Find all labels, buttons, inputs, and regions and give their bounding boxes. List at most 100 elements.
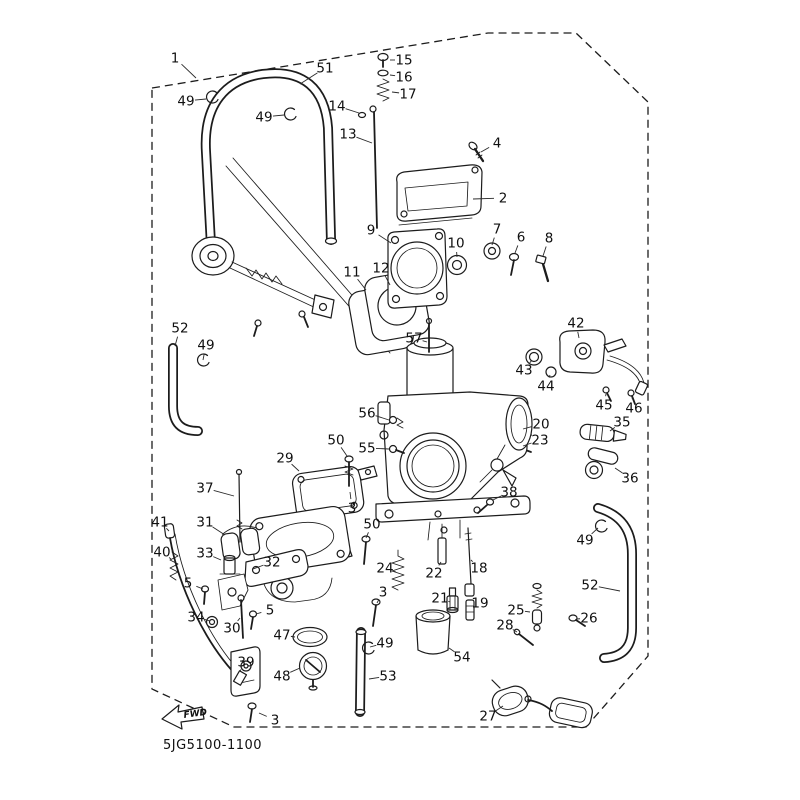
leader-line — [368, 676, 380, 680]
push-rod-13 — [369, 105, 378, 229]
leader-line — [542, 246, 547, 257]
leader-line — [389, 74, 396, 77]
needle-jet-22 — [437, 523, 447, 565]
callout-44: 44 — [537, 379, 554, 395]
leader-line — [524, 610, 531, 613]
callout-49: 49 — [376, 636, 393, 652]
callout-13: 13 — [339, 127, 356, 143]
leader-line — [529, 359, 533, 364]
leader-line — [356, 136, 373, 144]
spacer-10 — [446, 254, 468, 276]
leader-line — [391, 91, 400, 94]
callout-45: 45 — [595, 398, 612, 414]
callout-2: 2 — [499, 191, 508, 207]
screw-3-bottom — [247, 702, 257, 723]
starter-plunger-25 — [531, 582, 543, 632]
callout-49: 49 — [177, 94, 194, 110]
plug-35 — [579, 423, 627, 443]
callout-42: 42 — [567, 316, 584, 332]
plug-36 — [584, 447, 619, 480]
callout-17: 17 — [399, 87, 416, 103]
cable-bracket-39 — [230, 646, 261, 697]
leader-line — [290, 667, 301, 673]
screw-50-lower — [361, 535, 371, 565]
leader-line — [181, 63, 197, 79]
callout-3: 3 — [348, 501, 357, 517]
jet-needle-57 — [425, 317, 433, 353]
leader-line — [299, 72, 318, 85]
callout-16: 16 — [395, 70, 412, 86]
nut-44 — [545, 366, 557, 378]
leader-line — [522, 425, 533, 430]
screw-56 — [388, 415, 404, 429]
leader-line — [591, 527, 599, 535]
callout-34: 34 — [187, 610, 204, 626]
leader-line — [495, 705, 504, 712]
o-ring-43 — [525, 348, 543, 366]
washer-34 — [205, 615, 219, 629]
callout-5: 5 — [184, 576, 193, 592]
hose-52-left — [168, 343, 203, 436]
leader-line — [369, 644, 377, 648]
leader-line — [422, 340, 428, 343]
pin-28 — [513, 628, 534, 646]
callout-7: 7 — [493, 222, 502, 238]
fwd-arrow: FWD — [161, 704, 208, 730]
bolt-8 — [535, 254, 550, 283]
callout-50: 50 — [363, 517, 380, 533]
leader-line — [365, 532, 369, 539]
leader-line — [290, 635, 296, 638]
callout-56: 56 — [358, 406, 375, 422]
leader-line — [512, 629, 518, 633]
callout-21: 21 — [431, 591, 448, 607]
screw-45 — [602, 386, 612, 402]
leader-line — [375, 447, 390, 450]
leader-line — [258, 712, 267, 717]
callout-29: 29 — [276, 451, 293, 467]
leader-line — [291, 463, 300, 472]
leader-line — [340, 447, 348, 457]
callout-55: 55 — [358, 441, 375, 457]
part-code: 5JG5100-1100 — [163, 738, 262, 753]
leader-line — [492, 495, 502, 501]
leader-line — [393, 570, 397, 573]
leader-line — [168, 557, 172, 560]
hose-53 — [354, 627, 367, 717]
leader-line — [438, 561, 442, 566]
leader-line — [196, 585, 204, 590]
cover-screw-4 — [468, 141, 485, 163]
pivot-pin-30 — [237, 594, 245, 639]
leader-line — [448, 647, 455, 653]
bracket-32 — [244, 549, 309, 587]
leader-line — [213, 556, 222, 561]
leader-line — [448, 600, 451, 603]
callout-10: 10 — [447, 236, 464, 252]
callout-4: 4 — [493, 136, 502, 152]
o-ring-47 — [292, 626, 328, 648]
leader-line — [491, 237, 495, 246]
leader-line — [239, 669, 242, 672]
leader-line — [272, 114, 285, 117]
leader-line — [470, 559, 473, 562]
callout-8: 8 — [545, 231, 554, 247]
callout-37: 37 — [196, 481, 213, 497]
leader-line — [174, 336, 179, 347]
callout-43: 43 — [515, 363, 532, 379]
carburetor-body — [375, 337, 533, 541]
cup-54 — [415, 609, 451, 655]
callout-48: 48 — [273, 669, 290, 685]
fuel-hose-51 — [200, 68, 338, 250]
leader-line — [252, 564, 264, 570]
screw-38 — [477, 498, 495, 514]
callout-49: 49 — [255, 110, 272, 126]
screw-5-left — [200, 585, 210, 605]
callout-28: 28 — [496, 618, 513, 634]
throttle-sensor-assembly-42 — [559, 329, 649, 396]
callout-14: 14 — [328, 99, 345, 115]
diagram-boundary — [151, 32, 649, 728]
callout-3: 3 — [271, 713, 280, 729]
callout-57: 57 — [405, 331, 422, 347]
callout-25: 25 — [507, 603, 524, 619]
